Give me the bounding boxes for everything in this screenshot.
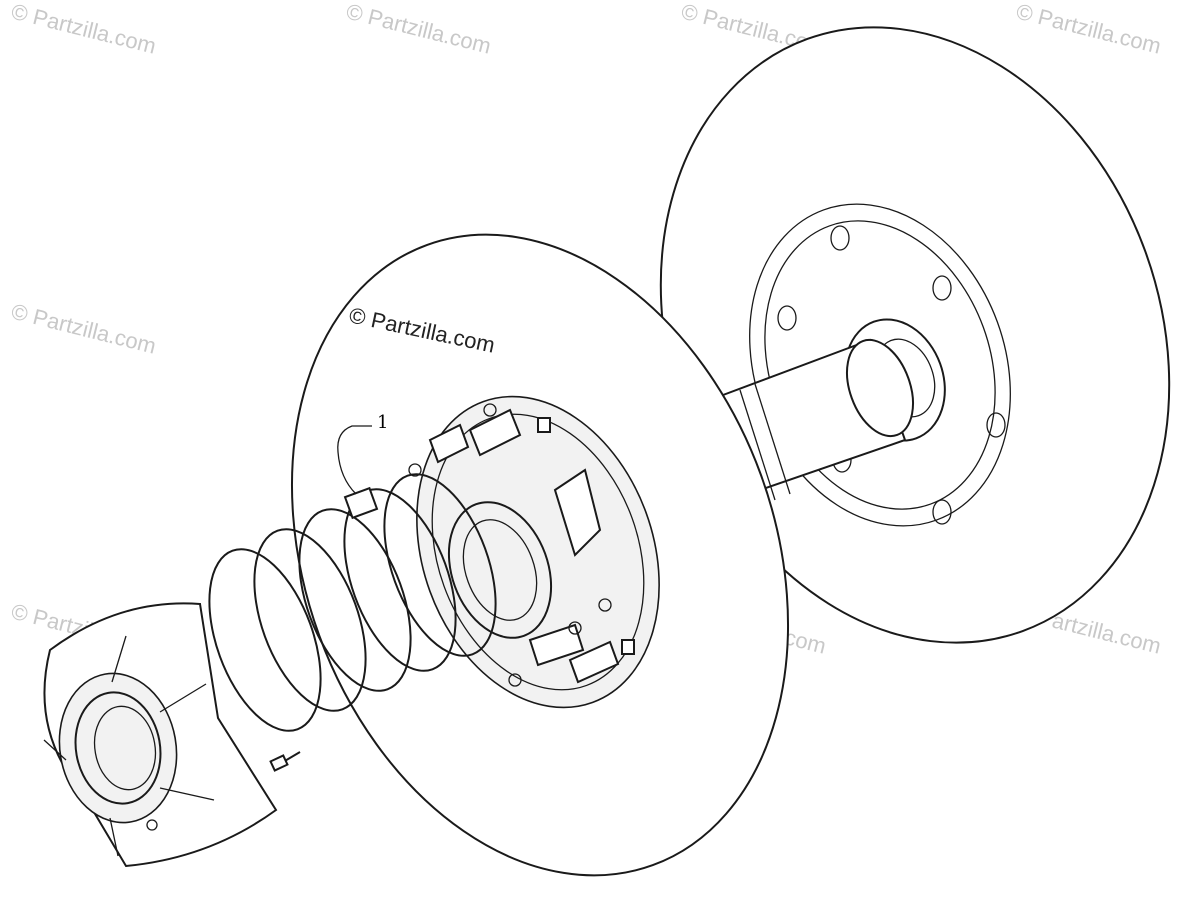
spring [208, 473, 497, 772]
watermark-top-2: © Partzilla.com [344, 0, 494, 59]
watermark-top-4: © Partzilla.com [1014, 0, 1164, 59]
watermark-top-1: © Partzilla.com [9, 0, 159, 59]
front-sheave [291, 233, 789, 877]
spring-cover [43, 602, 278, 868]
main-shaft [713, 338, 914, 501]
callout-1-label: 1 [377, 412, 388, 433]
watermark-mid-1: © Partzilla.com [9, 299, 159, 359]
callout-1-leader [337, 425, 372, 495]
